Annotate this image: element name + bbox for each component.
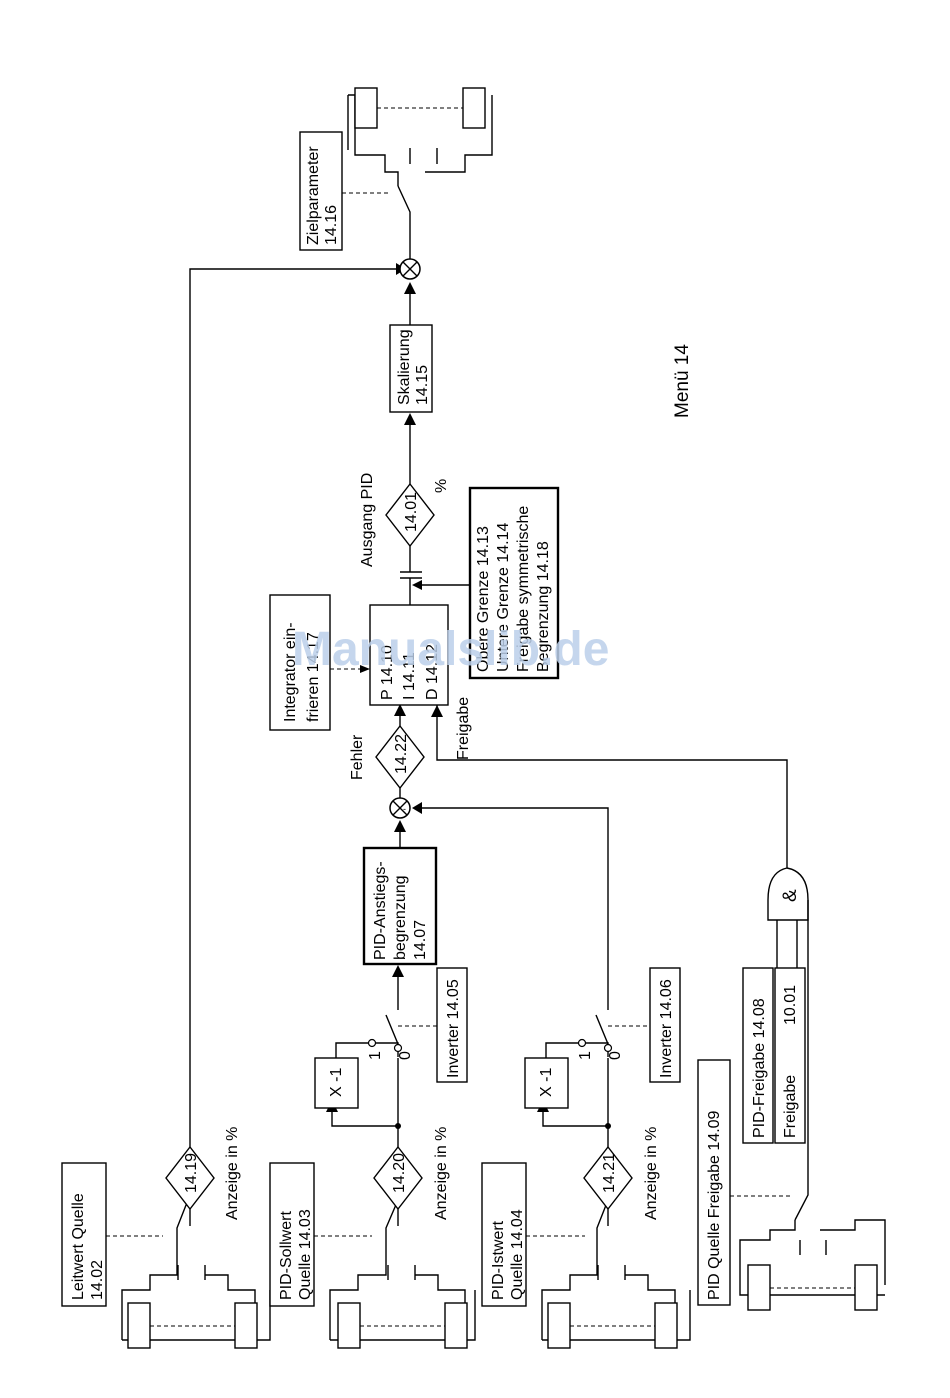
output-scaling-line1: Skalierung bbox=[396, 329, 413, 405]
menu-title: Menü 14 bbox=[672, 344, 693, 418]
target-parameter-selector: Zielparameter 14.16 bbox=[299, 87, 493, 251]
pid-d-gain: D 14.12 bbox=[424, 644, 441, 700]
output-scaling-line2: 14.15 bbox=[414, 365, 431, 405]
and-input2-param: 10.01 bbox=[782, 985, 799, 1025]
pid-output-param: 14.01 bbox=[403, 492, 420, 532]
pid-output: 14.01 % Ausgang PID bbox=[359, 413, 450, 567]
inverter-soll-param: Inverter 14.05 bbox=[445, 979, 462, 1078]
leitwert-source-label-box bbox=[61, 1162, 107, 1307]
enable-source-selector: PID Quelle Freigabe 14.09 bbox=[697, 1059, 886, 1311]
sollwert-display-note: Anzeige in % bbox=[433, 1127, 450, 1220]
pid-p-gain: P 14.10 bbox=[379, 645, 396, 700]
pid-ramp-limiter: PID-Anstiegs- begrenzung 14.07 bbox=[362, 820, 438, 966]
enable-source-label: PID Quelle Freigabe 14.09 bbox=[706, 1110, 723, 1300]
pid-ramp-line1: PID-Anstiegs- bbox=[372, 861, 389, 960]
istwert-source-selector: PID-Istwert Quelle 14.04 14.21 Anzeige i… bbox=[412, 802, 691, 1349]
error-display-diamond bbox=[375, 724, 425, 790]
pid-i-gain: I 14.11 bbox=[401, 652, 418, 700]
integrator-freeze-line2: frieren 14.17 bbox=[305, 632, 322, 722]
pid-ramp-line2: begrenzung bbox=[392, 875, 409, 960]
output-limits-line2: Untere Grenze 14.14 bbox=[495, 522, 512, 672]
inverter-ist-param: Inverter 14.06 bbox=[658, 979, 675, 1078]
output-limits-line1: Obere Grenze 14.13 bbox=[475, 526, 492, 672]
target-terminal-right bbox=[462, 87, 486, 129]
sollwert-source-param: Quelle 14.03 bbox=[297, 1209, 314, 1300]
istwert-display-param: 14.21 bbox=[601, 1153, 618, 1193]
output-scaling: Skalierung 14.15 bbox=[389, 282, 433, 413]
integrator-freeze-box bbox=[269, 594, 331, 731]
target-parameter-box bbox=[299, 131, 343, 251]
enable-label: Freigabe bbox=[455, 697, 472, 760]
istwert-source-param: Quelle 14.04 bbox=[509, 1209, 526, 1300]
inverter-ist-switch-one: 1 bbox=[577, 1051, 594, 1060]
pid-ramp-line3: 14.07 bbox=[412, 920, 429, 960]
leitwert-source-param: 14.02 bbox=[89, 1260, 106, 1300]
leitwert-terminal-right bbox=[234, 1302, 258, 1349]
leitwert-line-to-multiplier bbox=[189, 268, 396, 1147]
inverter-soll-switch-zero: 0 bbox=[397, 1051, 414, 1060]
output-limits: Obere Grenze 14.13 Untere Grenze 14.14 F… bbox=[468, 486, 560, 680]
watermark: Manualslib.de bbox=[292, 623, 609, 676]
enable-source-terminal-right bbox=[854, 1264, 878, 1311]
inverter-ist-switch-zero: 0 bbox=[607, 1051, 624, 1060]
integrator-freeze-line1: Integrator ein- bbox=[282, 622, 299, 722]
output-limits-line4: Begrenzung 14.18 bbox=[535, 541, 552, 672]
error-display-param: 14.22 bbox=[393, 734, 410, 774]
sollwert-display-param: 14.20 bbox=[391, 1153, 408, 1193]
sollwert-terminal-left bbox=[337, 1302, 361, 1349]
istwert-source-label-box bbox=[481, 1162, 527, 1307]
sollwert-source-selector: PID-Sollwert Quelle 14.03 14.20 Anzeige … bbox=[269, 965, 476, 1349]
leitwert-source-label: Leitwert Quelle bbox=[70, 1193, 87, 1300]
and-gate-label: & bbox=[780, 889, 801, 902]
leitwert-display-note: Anzeige in % bbox=[224, 1127, 241, 1220]
pid-controller: P 14.10 I 14.11 D 14.12 Freigabe bbox=[369, 500, 788, 900]
inverter-soll-param-box bbox=[436, 967, 468, 1083]
output-multiplier bbox=[397, 185, 421, 280]
pid-output-label: Ausgang PID bbox=[359, 473, 376, 567]
pid-output-unit: % bbox=[433, 479, 450, 493]
integrator-freeze: Integrator ein- frieren 14.17 bbox=[269, 594, 370, 731]
pid-output-diamond bbox=[385, 482, 435, 548]
istwert-terminal-right bbox=[654, 1302, 678, 1349]
sollwert-source-label-box bbox=[269, 1162, 315, 1307]
inverter-ist-label: X -1 bbox=[538, 1068, 555, 1097]
pid-controller-box bbox=[369, 604, 449, 706]
and-input1-label: PID-Freigabe 14.08 bbox=[751, 998, 768, 1138]
target-parameter-line1: Zielparameter bbox=[305, 146, 322, 245]
leitwert-switch-frame bbox=[121, 1199, 189, 1340]
enable-source-box bbox=[697, 1059, 731, 1306]
enable-line bbox=[436, 705, 788, 900]
sollwert-source-label: PID-Sollwert bbox=[278, 1211, 295, 1300]
leitwert-display-param: 14.19 bbox=[183, 1153, 200, 1193]
and-input2-box bbox=[774, 967, 806, 1144]
istwert-display-note: Anzeige in % bbox=[643, 1127, 660, 1220]
inverter-ist-param-box bbox=[649, 967, 681, 1083]
and-input1-box bbox=[742, 967, 774, 1144]
and-gate-symbol bbox=[767, 867, 809, 921]
inverter-soll-label: X -1 bbox=[328, 1068, 345, 1097]
output-scaling-box bbox=[389, 324, 433, 413]
leitwert-source-selector: Leitwert Quelle 14.02 14.19 Anzeige in % bbox=[61, 263, 406, 1349]
istwert-source-label: PID-Istwert bbox=[490, 1220, 507, 1300]
target-terminal-left bbox=[354, 87, 378, 129]
enable-source-terminal-left bbox=[747, 1264, 771, 1311]
inverter-soll-switch-one: 1 bbox=[367, 1051, 384, 1060]
enable-and-gate: & PID-Freigabe 14.08 10.01 Freigabe bbox=[742, 867, 809, 1221]
error-summing-junction: - 14.22 Fehler bbox=[349, 704, 425, 819]
and-input2-label: Freigabe bbox=[782, 1075, 799, 1138]
svg-text:-: - bbox=[403, 804, 406, 814]
output-limits-box bbox=[468, 486, 560, 680]
istwert-terminal-left bbox=[547, 1302, 571, 1349]
leitwert-terminal-left bbox=[127, 1302, 151, 1349]
target-parameter-line2: 14.16 bbox=[323, 205, 340, 245]
output-limits-line3: Freigabe symmetrische bbox=[515, 506, 532, 672]
error-label: Fehler bbox=[349, 734, 366, 780]
sollwert-terminal-right bbox=[444, 1302, 468, 1349]
